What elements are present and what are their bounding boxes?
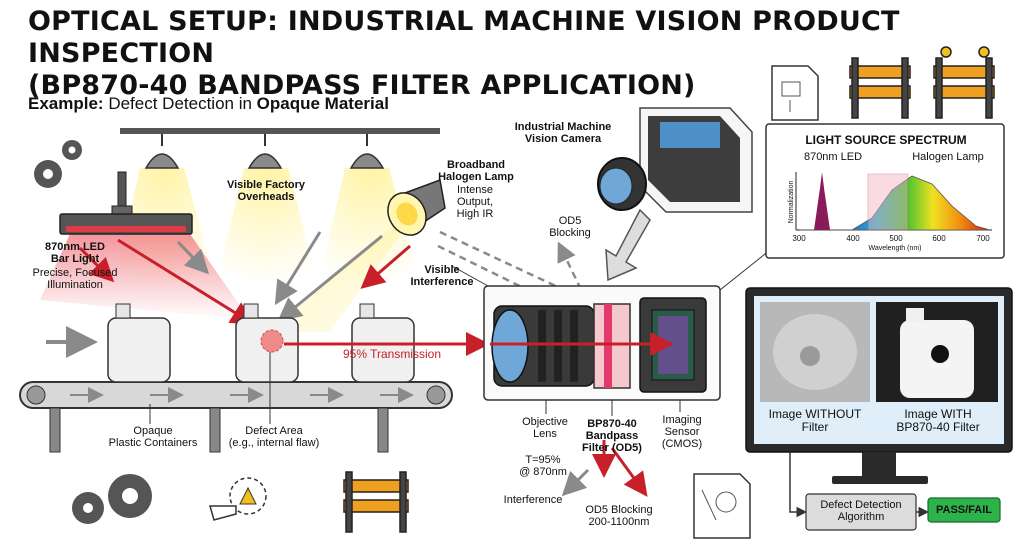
containers bbox=[107, 303, 415, 383]
illumination-arrows bbox=[78, 231, 411, 326]
transmission-spec-label: T=95%@ 870nm bbox=[519, 454, 567, 478]
gear-icon bbox=[34, 140, 152, 524]
page-title: OPTICAL SETUP: INDUSTRIAL MACHINE VISION… bbox=[28, 6, 900, 101]
halogen-lamp-icon bbox=[270, 178, 446, 332]
spectrum-title: LIGHT SOURCE SPECTRUM bbox=[805, 133, 967, 147]
defect-label: Defect Area(e.g., internal flaw) bbox=[228, 425, 320, 449]
algorithm-flow bbox=[789, 452, 1001, 531]
conveyor-belt bbox=[19, 326, 453, 453]
hand-gear-icon bbox=[209, 477, 267, 521]
spectrum-ylabel: Normalization bbox=[788, 180, 795, 224]
spectrum-tick: 400 bbox=[846, 234, 860, 243]
monitor-icon bbox=[745, 287, 1013, 484]
barrier-icon bbox=[849, 57, 911, 119]
machine-vision-camera-icon bbox=[597, 107, 753, 213]
spectrum-tick: 600 bbox=[932, 234, 946, 243]
optics-panel bbox=[483, 285, 721, 401]
interference-label: Interference bbox=[503, 494, 563, 506]
leader-lines bbox=[149, 249, 771, 424]
spectrum-xlabel: Wavelength (nm) bbox=[868, 245, 922, 252]
example-subtitle: Example: Defect Detection in Opaque Mate… bbox=[28, 94, 389, 113]
ceiling-rail bbox=[120, 128, 440, 146]
schematic-document-icon bbox=[693, 473, 751, 539]
spectrum-tick: 300 bbox=[792, 234, 806, 243]
filter-output-arrows bbox=[561, 440, 648, 497]
spectrum-tick: 700 bbox=[976, 234, 990, 243]
transmission-label: 95% Transmission bbox=[342, 347, 442, 361]
pass-fail-badge: PASS/FAIL bbox=[935, 504, 993, 516]
spectrum-panel bbox=[765, 123, 1005, 259]
barrier-icon bbox=[343, 471, 409, 533]
camera-pointer bbox=[605, 208, 651, 282]
spectrum-legend-halogen: Halogen Lamp bbox=[912, 151, 984, 163]
spectrum-legend-led: 870nm LED bbox=[803, 151, 863, 163]
defect-area bbox=[260, 329, 284, 353]
warning-barrier-icon bbox=[933, 46, 995, 119]
spectrum-tick: 500 bbox=[889, 234, 903, 243]
schematic-document-icon bbox=[771, 65, 819, 121]
